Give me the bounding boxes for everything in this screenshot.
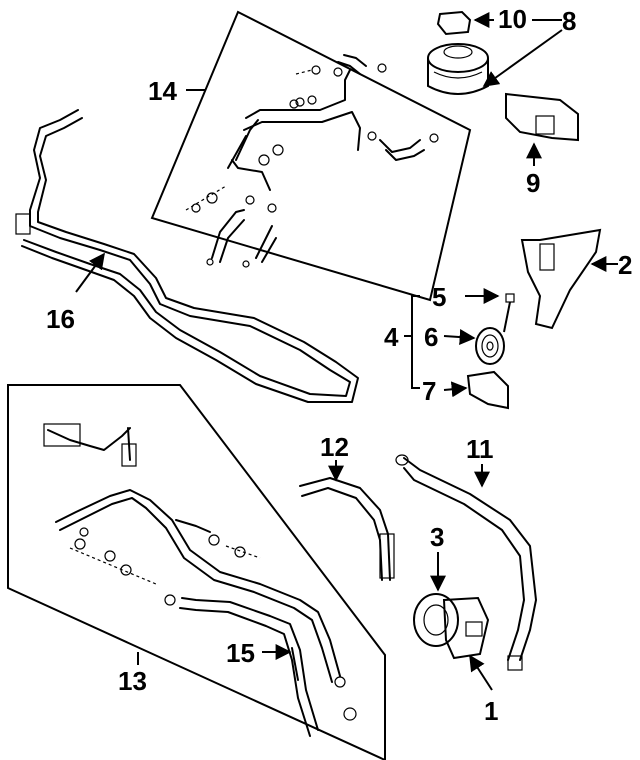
callout-2: 2	[618, 250, 632, 280]
callout-1: 1	[484, 696, 498, 726]
callout-13: 13	[118, 666, 147, 696]
reservoir-cap	[436, 10, 472, 36]
leader-lines	[75, 12, 618, 691]
callout-3: 3	[430, 522, 444, 552]
callout-16: 16	[46, 304, 75, 334]
callout-10: 10	[498, 4, 527, 34]
reservoir-bracket	[505, 92, 579, 142]
callout-9: 9	[526, 168, 540, 198]
upper-hose-kit-panel	[150, 10, 472, 302]
callout-labels: 1 2 3 4 5 6 7 8 9 10 11 12 13 14 15 16	[46, 4, 632, 726]
callout-4: 4	[384, 322, 399, 352]
callout-5: 5	[432, 282, 446, 312]
return-line	[15, 109, 359, 403]
callout-15: 15	[226, 638, 255, 668]
power-steering-pump	[413, 593, 490, 660]
pulley	[475, 327, 505, 365]
hose-15	[291, 647, 299, 681]
callout-11: 11	[466, 434, 494, 464]
callout-12: 12	[320, 432, 349, 462]
reservoir	[427, 43, 489, 95]
lower-hose-kit-panel	[7, 384, 386, 760]
callout-7: 7	[422, 376, 436, 406]
small-bracket	[466, 370, 509, 410]
callout-14: 14	[148, 76, 177, 106]
pump-bracket	[520, 228, 602, 330]
callout-8: 8	[562, 6, 576, 36]
callout-6: 6	[424, 322, 438, 352]
bolt	[503, 293, 515, 333]
pressure-hose	[395, 454, 537, 671]
suction-hose	[299, 477, 395, 581]
